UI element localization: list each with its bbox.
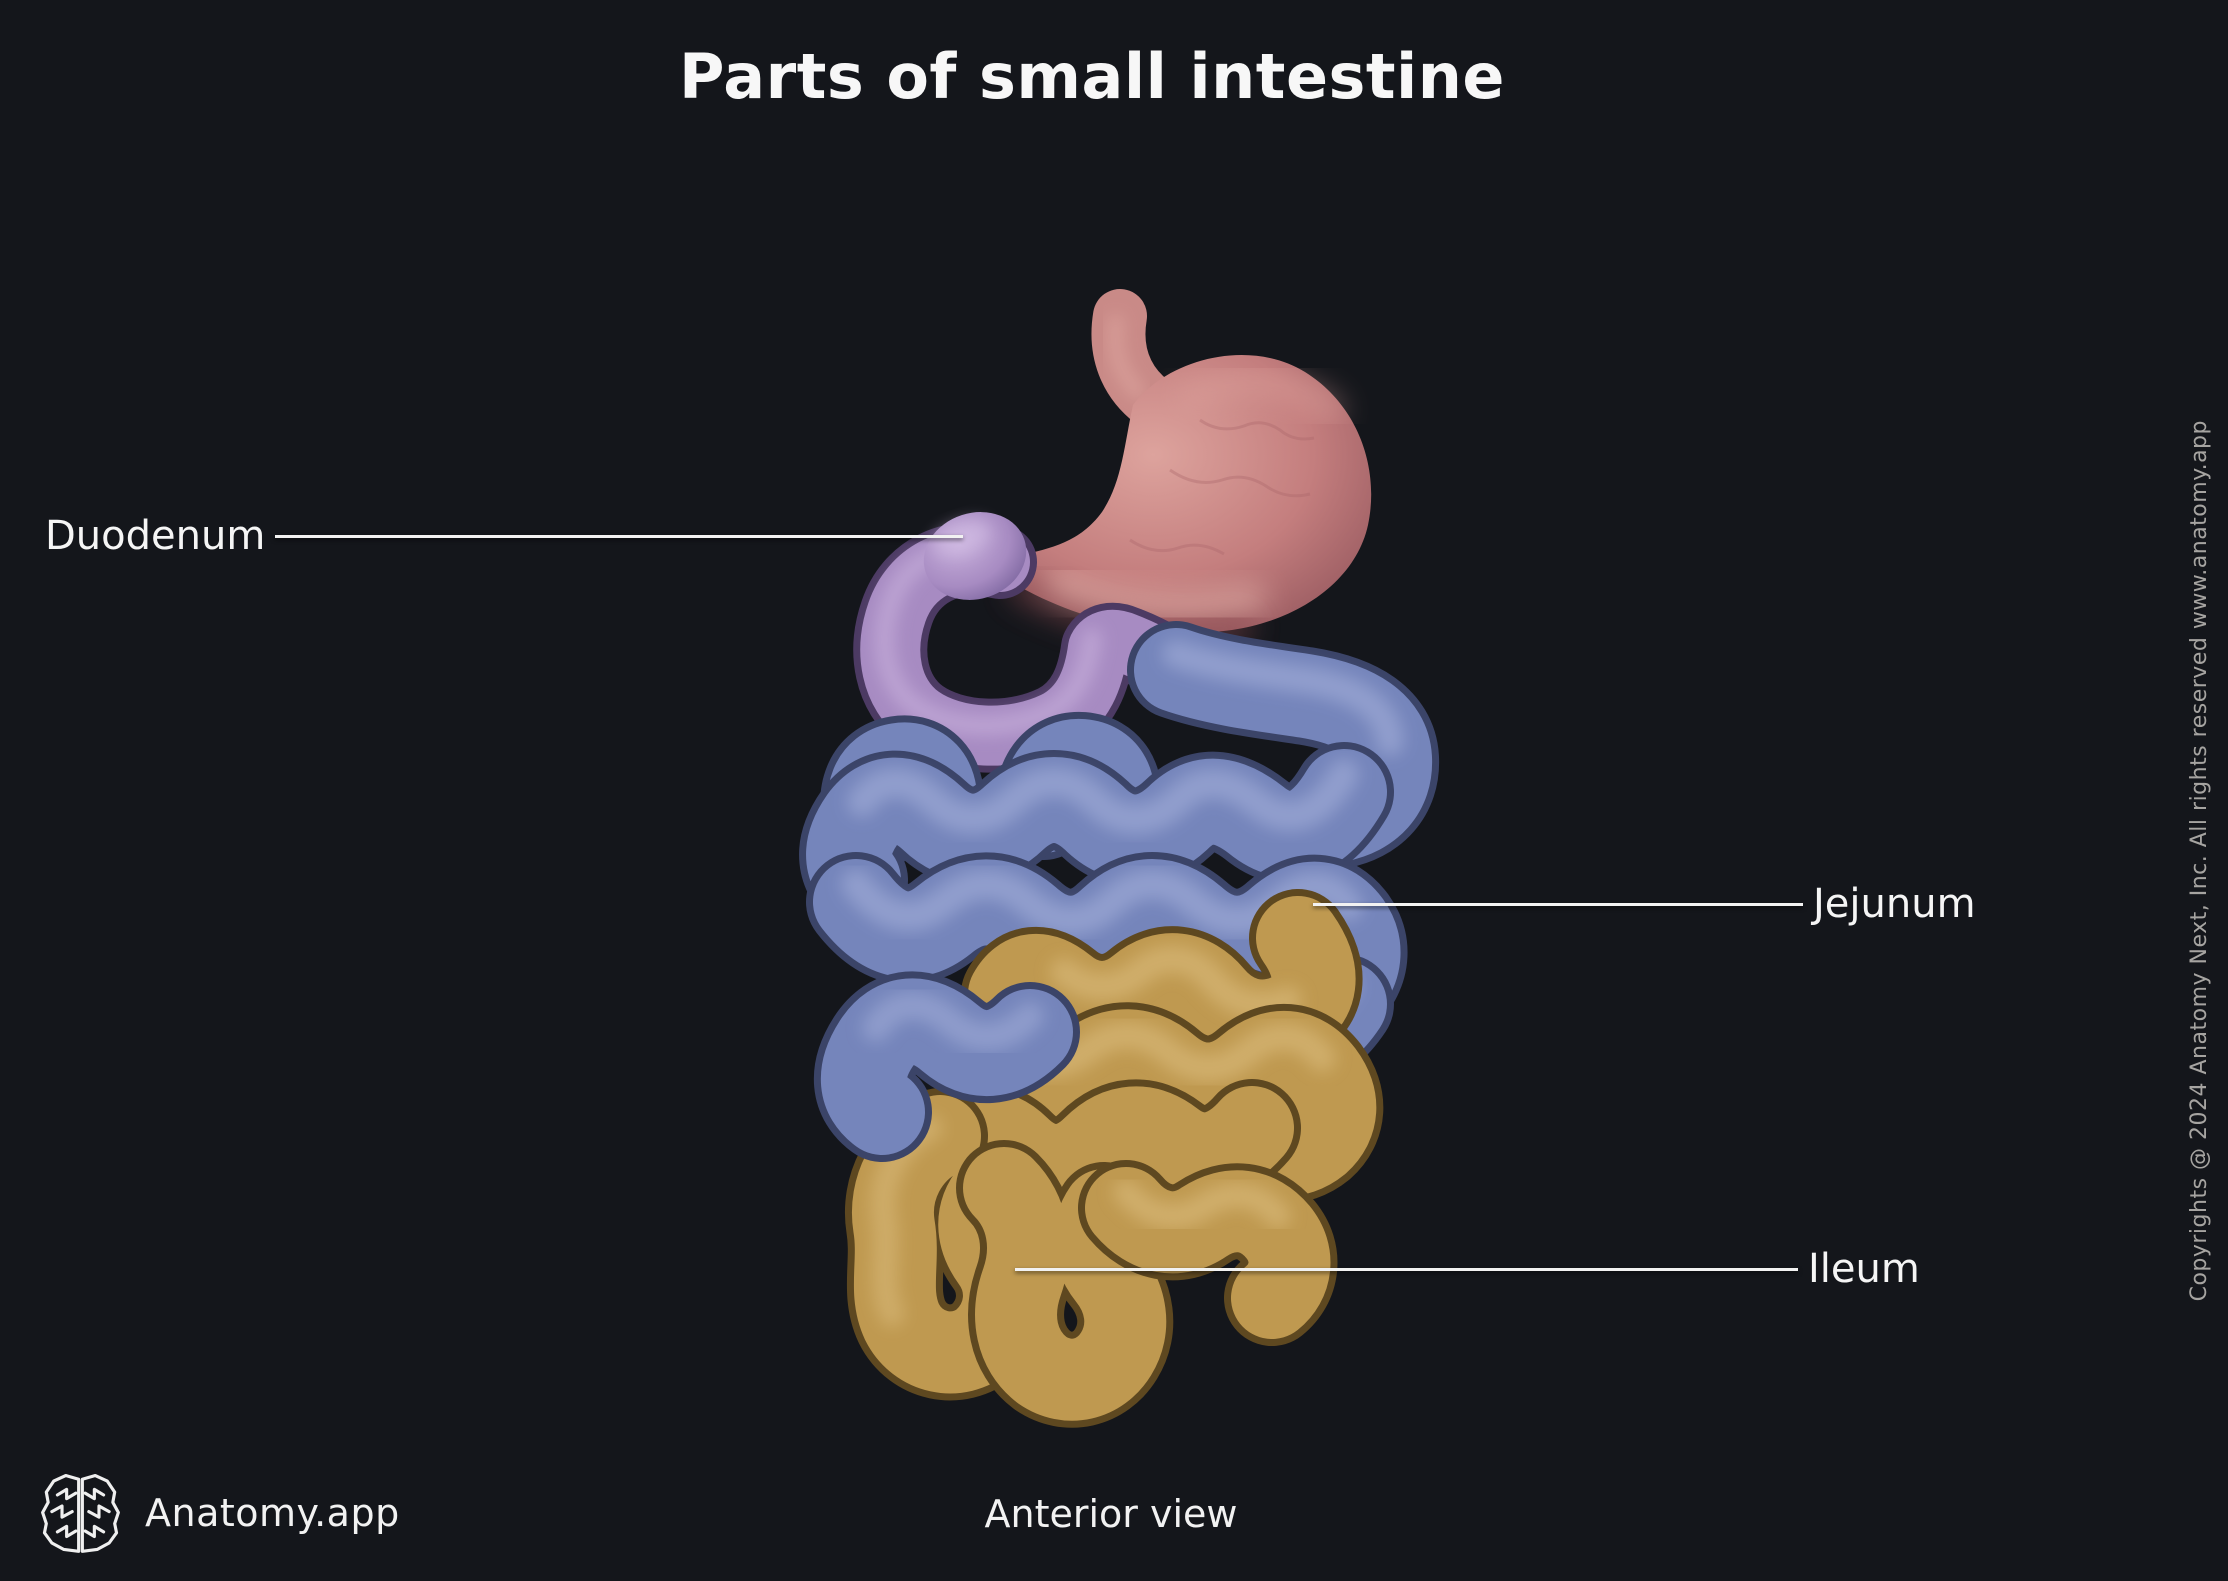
brand-footer: Anatomy.app [38,1470,400,1555]
copyright-text: Copyrights @ 2024 Anatomy Next, Inc. All… [2187,420,2212,1302]
brain-icon [41,1473,120,1553]
label-ileum: Ileum [1808,1246,1920,1292]
callout-jejunum: Jejunum [1313,881,1976,927]
label-jejunum: Jejunum [1813,881,1976,927]
duodenum [853,512,1223,773]
page-title: Parts of small intestine [679,40,1505,113]
leader-line-jejunum [1313,902,1803,906]
leader-line-duodenum [275,534,964,538]
view-caption: Anterior view [984,1492,1238,1536]
app-name: Anatomy.app [145,1490,400,1535]
callout-ileum: Ileum [1015,1246,1920,1292]
stomach [1007,289,1372,645]
leader-line-ileum [1015,1267,1798,1271]
callout-duodenum: Duodenum [45,513,964,559]
label-duodenum: Duodenum [45,513,266,559]
jejunum-front-loop [813,971,1080,1162]
